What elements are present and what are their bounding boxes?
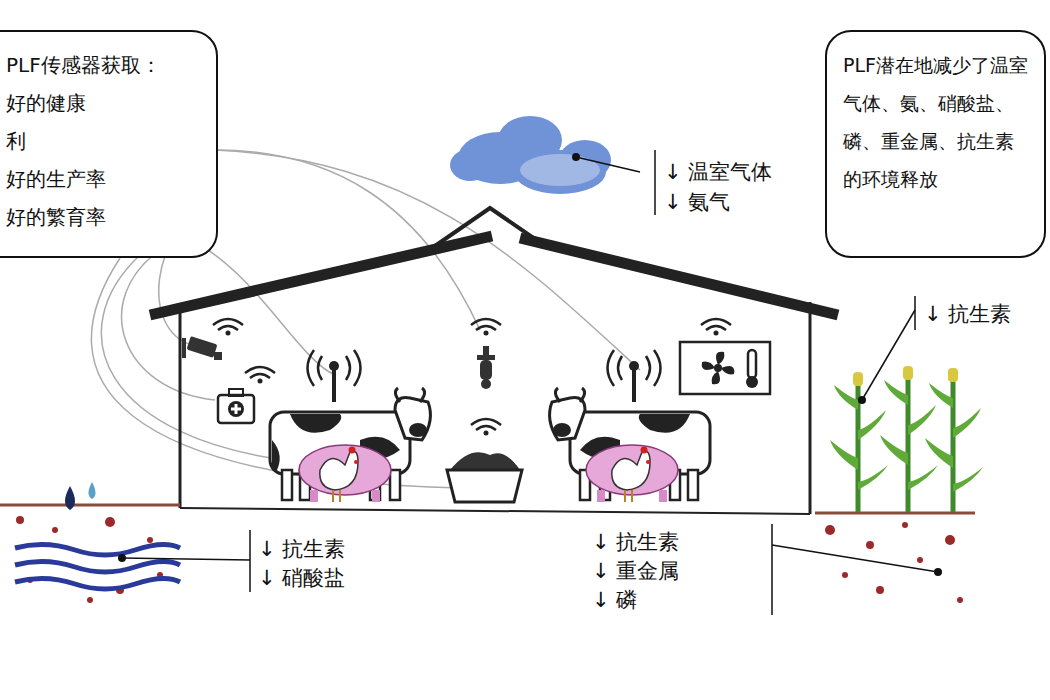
callout-text: 好的健康 — [6, 84, 202, 122]
effect-label: ↓ 抗生素 — [256, 535, 347, 563]
effect-label: ↓ 硝酸盐 — [256, 564, 347, 592]
effect-label: ↓ 抗生素 — [922, 300, 1013, 328]
effect-label: ↓ 重金属 — [590, 557, 681, 585]
callout-box: PLF潜在地减少了温室气体、氨、硝酸盐、磷、重金属、抗生素的环境释放 — [825, 30, 1046, 258]
effect-label: ↓ 磷 — [590, 586, 639, 614]
callout-text: 好的生产率 — [6, 160, 202, 198]
callout-text: PLF潜在地减少了温室气体、氨、硝酸盐、磷、重金属、抗生素的环境释放 — [843, 46, 1030, 198]
callout-box: PLF传感器获取：好的健康利好的生产率好的繁育率 — [0, 30, 218, 258]
effect-label: ↓ 氨气 — [662, 188, 732, 216]
callout-text: PLF传感器获取： — [6, 46, 202, 84]
callout-text: 好的繁育率 — [6, 198, 202, 236]
effect-label: ↓ 抗生素 — [590, 528, 681, 556]
effect-label: ↓ 温室气体 — [662, 158, 774, 186]
callout-text: 利 — [6, 122, 202, 160]
